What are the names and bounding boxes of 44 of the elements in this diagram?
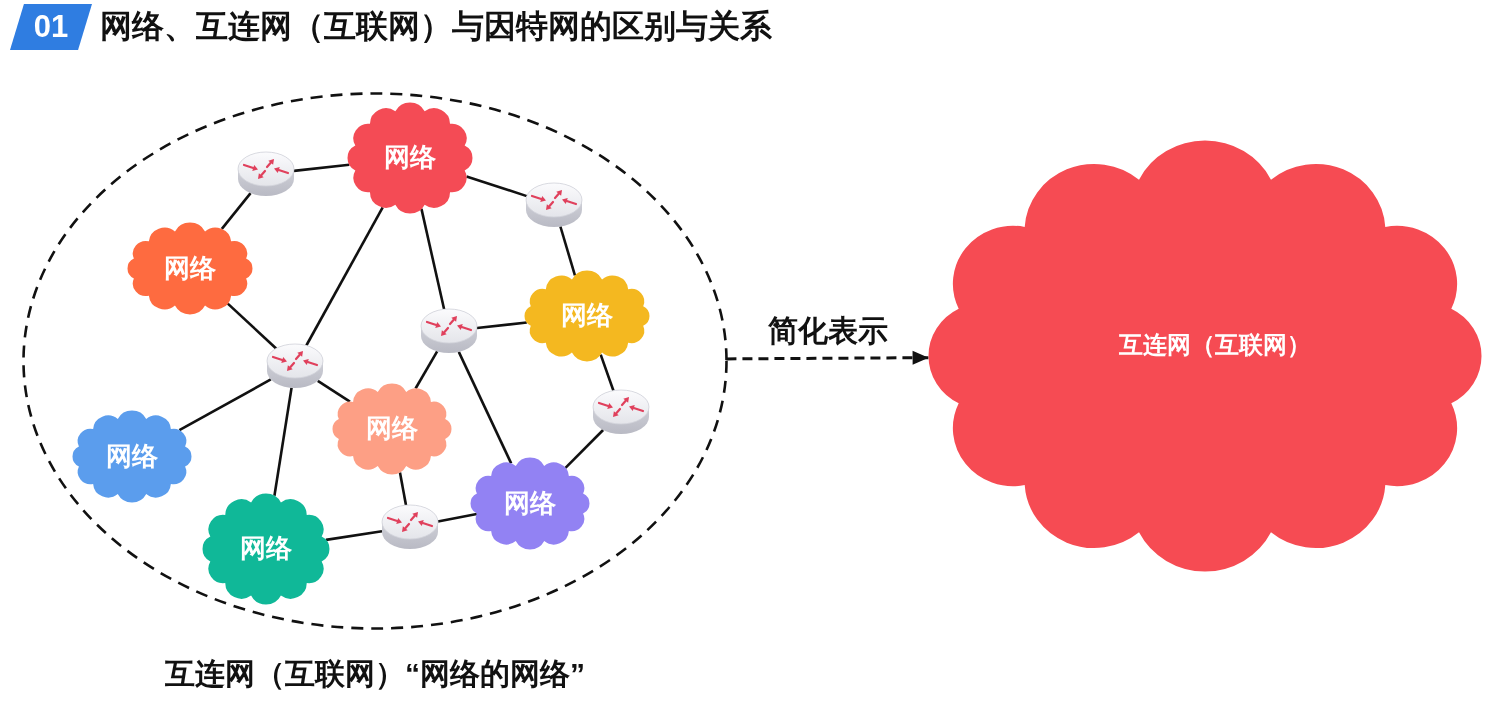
connector-line [178,378,272,432]
connector-line [305,206,384,347]
section-badge: 01 [10,4,92,50]
network-cloud [72,410,192,503]
connector-line [564,429,605,469]
network-cloud [332,383,452,475]
network-cloud [127,222,253,315]
title: 网络、互连网（互联网）与因特网的区别与关系 [100,7,772,46]
router-icon [525,182,583,228]
connector-line [476,321,527,330]
network-label: 网络 [240,533,292,565]
router-icon [592,389,650,435]
network-label: 网络 [504,487,556,520]
network-cloud [928,140,1482,572]
router-icon [381,504,439,550]
connector-line [317,379,351,403]
network-label: 网络 [106,440,158,473]
router-icon [266,343,324,389]
connector-line [457,351,513,464]
connector-line [437,512,478,523]
network-label: 互连网（互联网） [1119,330,1311,360]
connector-line [599,354,615,392]
network-cloud [202,493,330,605]
network-label: 网络 [561,300,613,332]
network-label: 网络 [164,252,216,285]
router-icon [420,308,478,354]
group-label: 互连网（互联网）“网络的网络” [165,656,585,692]
connector-line [414,350,439,390]
network-label: 网络 [366,413,418,445]
connector-line [273,387,293,496]
connector-line [398,472,408,506]
connector-line [226,302,278,350]
connector-line [420,208,446,310]
network-cloud [524,270,650,362]
connector-line [220,192,252,230]
connector-line [466,175,528,198]
connector-line [293,163,350,173]
network-cloud [347,102,473,214]
network-label: 网络 [384,142,436,174]
network-cloud [470,457,590,550]
connector-line [559,226,577,276]
dashed-arrow [726,350,929,365]
router-icon [237,151,295,197]
connector-line [325,530,383,542]
